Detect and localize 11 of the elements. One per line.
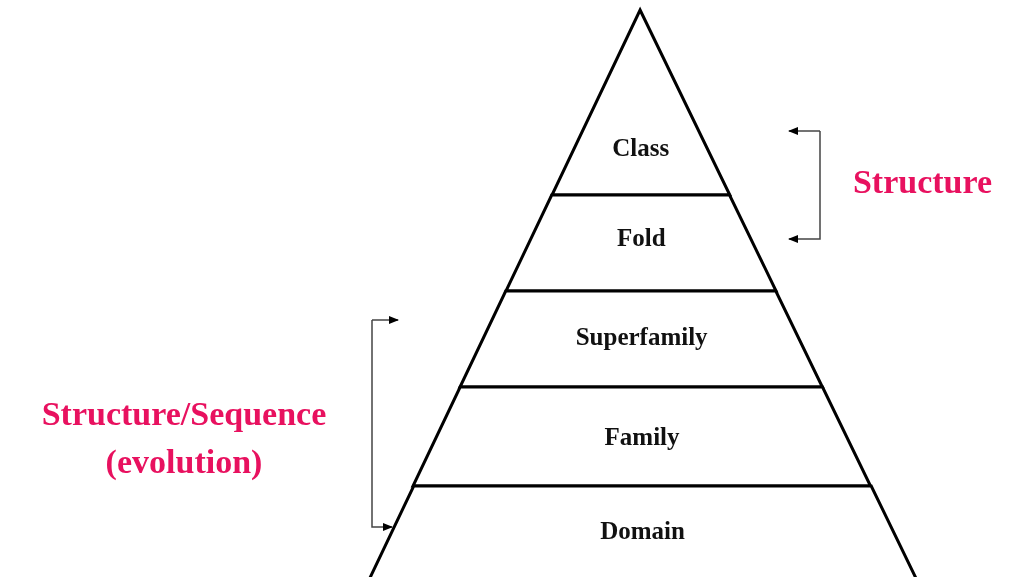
category-label: Structure/Sequence (evolution) [40,394,328,482]
level-label: Superfamily [574,323,709,351]
category-label: Structure [851,162,994,202]
pyramid-level [506,195,777,291]
level-label: Family [603,423,681,451]
level-label: Domain [599,517,686,545]
level-label: Class [611,134,671,162]
pyramid-level [460,291,823,387]
pyramid-level [367,486,918,577]
level-label: Fold [615,224,667,252]
pyramid-level [413,387,871,486]
